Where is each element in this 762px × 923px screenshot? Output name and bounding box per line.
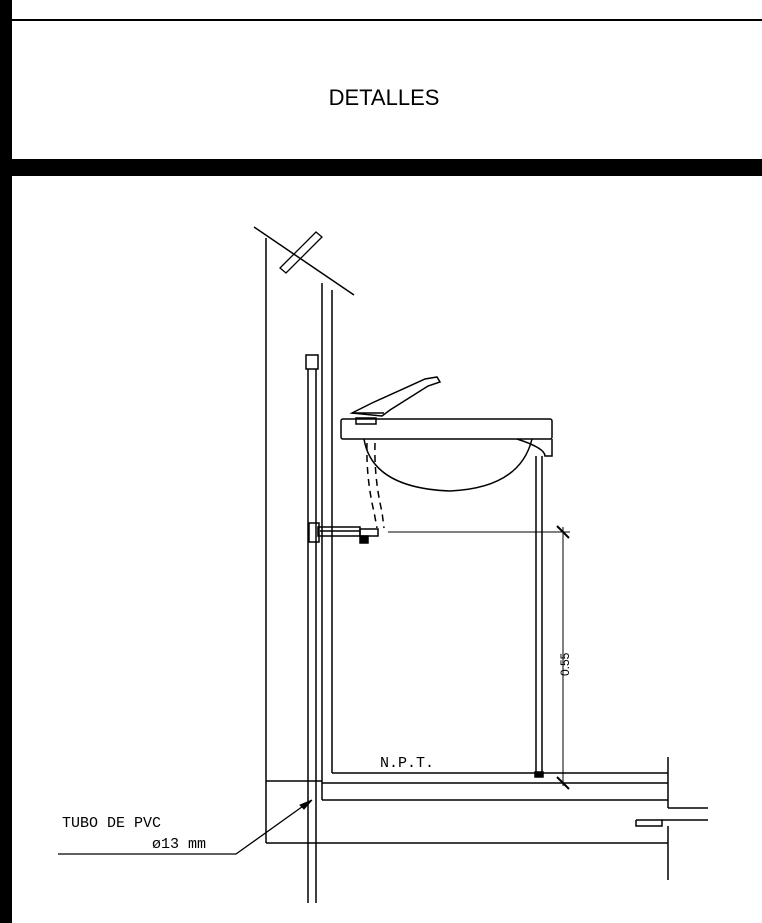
- floor-level-label: N.P.T.: [380, 755, 434, 772]
- dimension-tick-bottom: [556, 776, 570, 790]
- basin-rim: [355, 417, 377, 425]
- pipe-cap: [305, 354, 319, 370]
- supply-hose-inner: [374, 442, 385, 529]
- pipe-label-line1: TUBO DE PVC: [62, 815, 161, 832]
- left-border: [0, 0, 12, 923]
- dimension-tick-top: [556, 525, 570, 539]
- valve-nut: [359, 535, 369, 544]
- detail-drawing: [58, 226, 708, 903]
- pipe-label-line2: ø13 mm: [152, 836, 206, 853]
- basin-top-slab: [340, 418, 553, 440]
- header-bottom-band: [12, 159, 762, 176]
- dimension-label: 0.55: [558, 652, 572, 676]
- faucet-handle: [349, 376, 442, 417]
- wall-break-line: [253, 226, 355, 296]
- pipe-label-arrow: [299, 799, 313, 810]
- basin-bowl: [363, 438, 533, 492]
- slab-break-step: [635, 819, 708, 827]
- valve-outlet: [359, 528, 379, 537]
- supply-hose-outer: [366, 442, 378, 529]
- stop-valve: [308, 522, 320, 543]
- pipe-label-leader: [58, 803, 307, 855]
- basin-back: [516, 438, 553, 457]
- wall-break-symbol: [279, 231, 323, 274]
- header-title: DETALLES: [329, 85, 440, 110]
- support-leg-foot: [534, 771, 544, 778]
